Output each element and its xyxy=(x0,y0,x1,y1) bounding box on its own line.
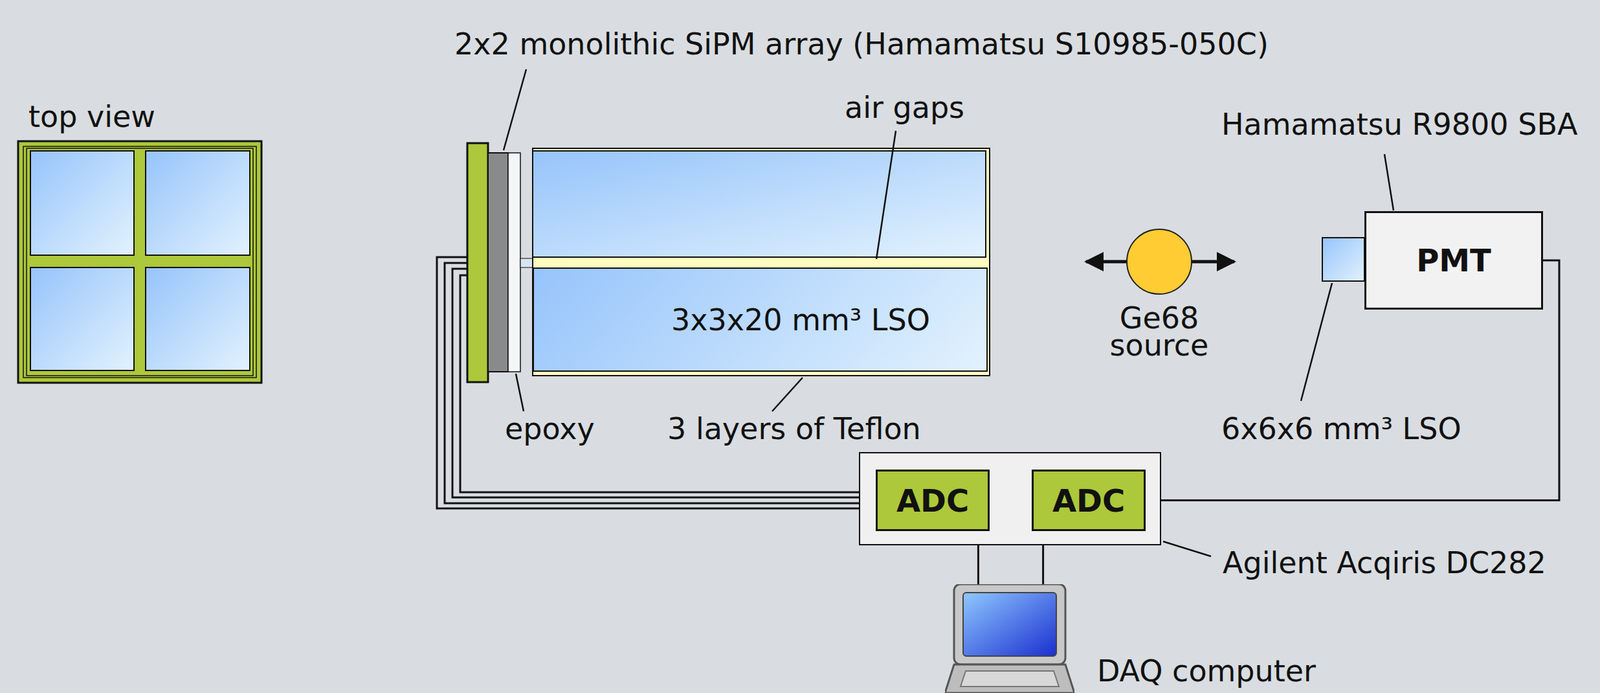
node-text: Agilent Acqiris DC282 xyxy=(1222,544,1547,581)
node-text: ADC xyxy=(896,482,969,519)
callout-label: top view xyxy=(28,98,156,135)
node-text: ADC xyxy=(1052,482,1125,519)
digitizer-box: Agilent Acqiris DC282ADCADC xyxy=(858,451,1162,545)
daq-computer: DAQ computer xyxy=(944,583,1075,693)
pmt-box: PMT xyxy=(1364,211,1544,310)
small-crystal xyxy=(1322,237,1365,281)
callout-label: Ge68 source xyxy=(1094,304,1224,359)
teflon-wrap xyxy=(532,148,990,376)
ge68-source xyxy=(1086,229,1235,294)
laptop-icon xyxy=(944,583,1075,693)
adc-box: ADC xyxy=(875,469,990,531)
callout-label: 6x6x6 mm³ LSO xyxy=(1221,410,1462,447)
node-text: 3x3x20 mm³ LSO xyxy=(671,301,931,338)
leader-lines xyxy=(503,69,1394,556)
callout-label: air gaps xyxy=(844,89,965,126)
lso-crystal: 3x3x20 mm³ LSO xyxy=(532,267,988,372)
adc-box: ADC xyxy=(1031,469,1146,531)
node-text: DAQ computer xyxy=(1097,652,1316,689)
callout-label: 2x2 monolithic SiPM array (Hamamatsu S10… xyxy=(454,25,1269,63)
callout-label: epoxy xyxy=(504,410,595,447)
callout-label: 3 layers of Teflon xyxy=(667,410,922,447)
callout-label: Hamamatsu R9800 SBA xyxy=(1221,106,1578,143)
sipm-board xyxy=(467,143,533,382)
node-text: PMT xyxy=(1416,242,1492,279)
top-view-array xyxy=(18,141,262,383)
